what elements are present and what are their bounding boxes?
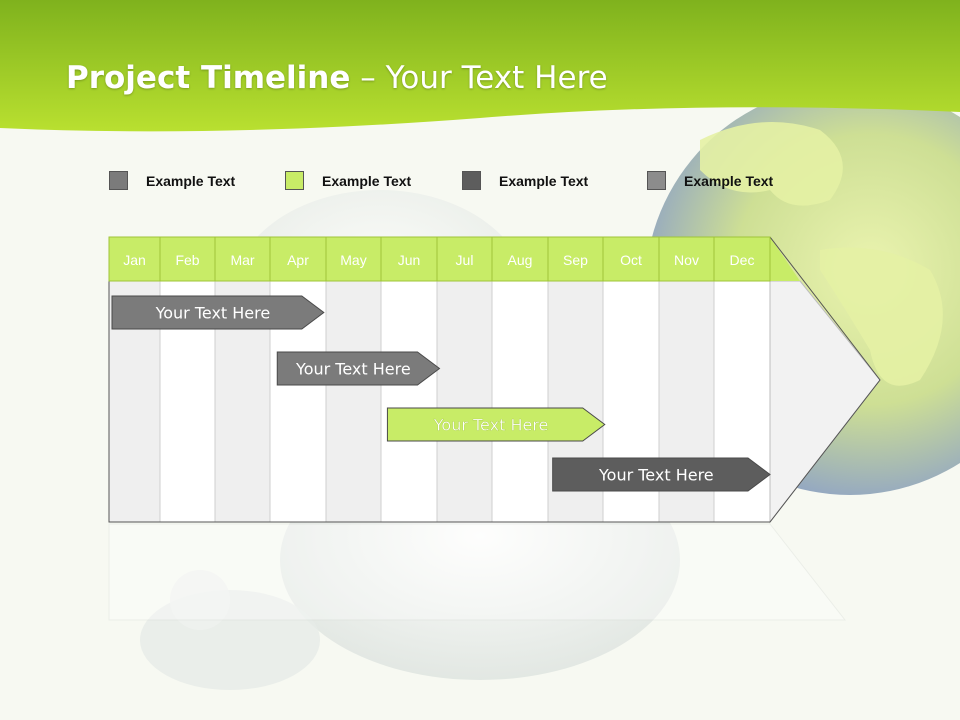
month-label: Nov (674, 252, 699, 268)
legend-swatch (462, 171, 481, 190)
legend-label: Example Text (499, 173, 589, 189)
month-cell (108, 236, 161, 282)
month-header: Jan Feb Mar Apr May Jun Jul Aug Sep Oct Nov Dec (108, 236, 771, 282)
timeline-column (325, 280, 382, 523)
month-label: Jan (123, 252, 146, 268)
timeline-frame (108, 236, 881, 621)
page-title-rest: – Your Text Here (350, 60, 608, 96)
legend-label: Example Text (146, 173, 236, 189)
task-bar (386, 407, 606, 442)
month-label: Feb (175, 252, 199, 268)
month-label: May (340, 252, 366, 268)
month-label: Aug (508, 252, 533, 268)
timeline-reflection (108, 523, 847, 621)
month-label: Jun (398, 252, 421, 268)
page-title-bold: Project Timeline (66, 60, 351, 96)
month-cell (602, 236, 660, 282)
month-cell (159, 236, 216, 282)
month-label: Jul (456, 252, 474, 268)
task-bar-label: Your Text Here (155, 304, 271, 323)
month-label: Sep (563, 252, 588, 268)
month-label: Apr (287, 252, 309, 268)
legend-label: Example Text (322, 173, 412, 189)
month-cell (214, 236, 271, 282)
task-bar (111, 295, 325, 330)
legend-label: Example Text (684, 173, 774, 189)
task-bar (276, 351, 441, 386)
month-label: Dec (730, 252, 755, 268)
month-cell (547, 236, 604, 282)
legend-swatch (109, 171, 128, 190)
month-cell (658, 236, 715, 282)
month-label: Mar (230, 252, 254, 268)
page-title: Project Timeline – Your Text Here (66, 60, 608, 96)
task-bar-label: Your Text Here (598, 466, 714, 485)
task-bar-label: Your Text Here (433, 416, 549, 435)
legend-swatch (647, 171, 666, 190)
month-cell (436, 236, 493, 282)
figure-hand (170, 570, 230, 630)
month-label: Oct (620, 252, 642, 268)
month-cell (380, 236, 438, 282)
task-bar-label: Your Text Here (295, 360, 411, 379)
month-cell (713, 236, 771, 282)
continent-shape (700, 122, 943, 386)
timeline-column (380, 280, 438, 523)
header-band (0, 0, 960, 132)
month-cell (269, 236, 327, 282)
timeline-column (436, 280, 493, 523)
legend-swatch (285, 171, 304, 190)
timeline-column (491, 280, 549, 523)
task-bar (552, 457, 771, 492)
month-cell (325, 236, 382, 282)
timeline-header-arrow (770, 237, 800, 281)
